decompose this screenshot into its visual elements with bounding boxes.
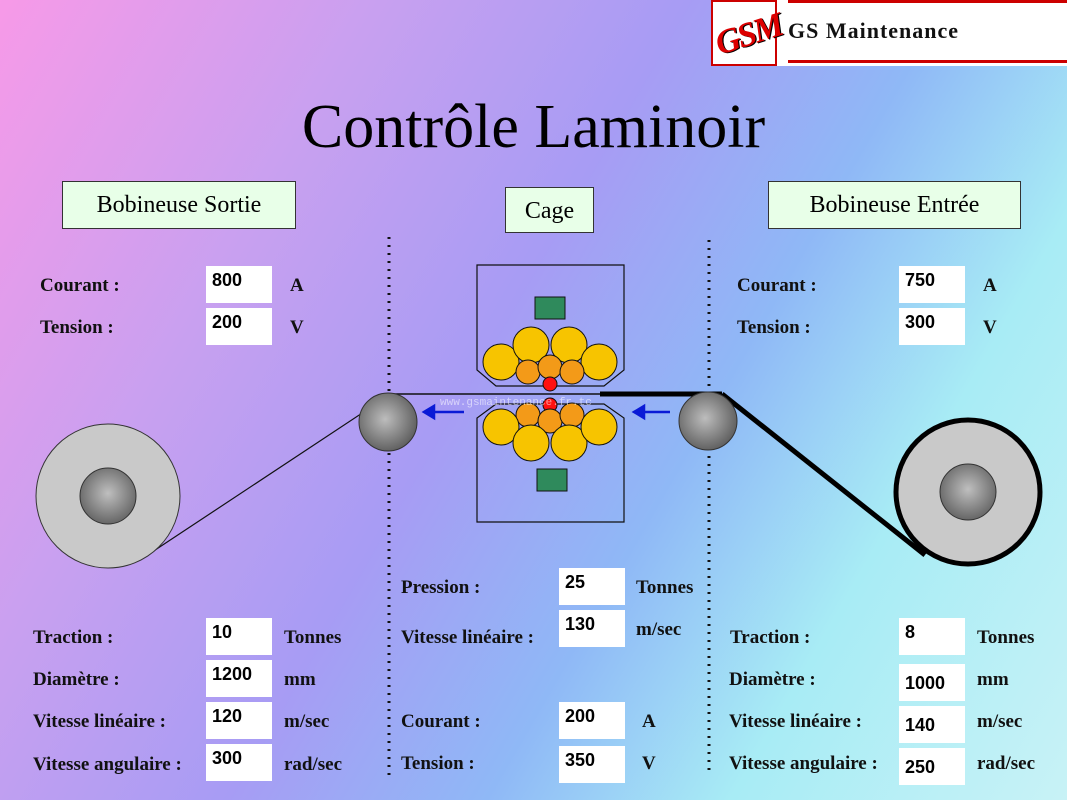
- center-tension-label: Tension :: [401, 753, 475, 774]
- right-tension-unit: V: [983, 317, 997, 338]
- left-vlin-unit: m/sec: [284, 711, 330, 732]
- right-traction-label: Traction :: [730, 627, 811, 648]
- logo-rule-top: [788, 0, 1067, 3]
- left-courant-field[interactable]: 800: [206, 266, 272, 303]
- right-courant-unit: A: [983, 275, 997, 296]
- left-diametre-unit: mm: [284, 669, 316, 690]
- center-vlin-label: Vitesse linéaire :: [401, 627, 534, 648]
- left-courant-label: Courant :: [40, 275, 120, 296]
- left-vang-field[interactable]: 300: [206, 744, 272, 781]
- left-vang-unit: rad/sec: [284, 754, 343, 775]
- center-courant-unit: A: [642, 711, 656, 732]
- right-vlin-field[interactable]: 140: [899, 706, 965, 743]
- right-diametre-field[interactable]: 1000: [899, 664, 965, 701]
- right-diametre-unit: mm: [977, 669, 1009, 690]
- arrow-left-icon: [421, 403, 464, 421]
- center-pression-label: Pression :: [401, 577, 481, 598]
- left-tension-label: Tension :: [40, 317, 114, 338]
- stand-bottom-housing: [476, 403, 625, 523]
- center-vlin-unit: m/sec: [636, 619, 682, 640]
- right-traction-field[interactable]: 8: [899, 618, 965, 655]
- company-name: GS Maintenance: [788, 18, 960, 43]
- right-vang-label: Vitesse angulaire :: [729, 753, 878, 774]
- center-tension-field[interactable]: 350: [559, 746, 625, 783]
- motor-top: [534, 296, 566, 320]
- left-diametre-label: Diamètre :: [33, 669, 120, 690]
- right-courant-field[interactable]: 750: [899, 266, 965, 303]
- arrow-right-icon: [631, 403, 670, 421]
- roll-top-6: [537, 354, 563, 380]
- center-pression-unit: Tonnes: [636, 577, 694, 598]
- logo-rule: [788, 60, 1067, 63]
- roll-bottom-3: [550, 424, 588, 462]
- left-tension-unit: V: [290, 317, 304, 338]
- guide-roll-left: [358, 392, 418, 452]
- left-courant-unit: A: [290, 275, 304, 296]
- coil-left-hub: [79, 467, 137, 525]
- roll-bottom-2: [512, 424, 550, 462]
- watermark: www.gsmaintenance.fr.tc: [440, 397, 592, 409]
- roll-top-7: [559, 359, 585, 385]
- center-courant-label: Courant :: [401, 711, 481, 732]
- page-title: Contrôle Laminoir: [301, 93, 766, 161]
- section-bobineuse-entree: Bobineuse Entrée: [768, 181, 1021, 229]
- right-traction-unit: Tonnes: [977, 627, 1035, 648]
- roll-top-1: [482, 343, 520, 381]
- roll-top-5: [515, 359, 541, 385]
- center-tension-unit: V: [642, 753, 656, 774]
- left-vlin-label: Vitesse linéaire :: [33, 711, 166, 732]
- right-diametre-label: Diamètre :: [729, 669, 816, 690]
- center-vlin-field[interactable]: 130: [559, 610, 625, 647]
- roll-bottom-4: [580, 408, 618, 446]
- strip-right-coil: [720, 392, 927, 557]
- left-tension-field[interactable]: 200: [206, 308, 272, 345]
- right-tension-label: Tension :: [737, 317, 811, 338]
- roll-bottom-1: [482, 408, 520, 446]
- left-diametre-field[interactable]: 1200: [206, 660, 272, 697]
- roll-top-4: [580, 343, 618, 381]
- left-vang-label: Vitesse angulaire :: [33, 754, 182, 775]
- right-vang-field[interactable]: 250: [899, 748, 965, 785]
- coil-right-hub: [939, 463, 997, 521]
- left-traction-field[interactable]: 10: [206, 618, 272, 655]
- center-courant-field[interactable]: 200: [559, 702, 625, 739]
- work-roll-top: [542, 376, 558, 392]
- right-vlin-unit: m/sec: [977, 711, 1023, 732]
- motor-bottom: [536, 468, 568, 492]
- right-vang-unit: rad/sec: [977, 753, 1036, 774]
- left-traction-label: Traction :: [33, 627, 114, 648]
- section-cage: Cage: [505, 187, 594, 233]
- center-pression-field[interactable]: 25: [559, 568, 625, 605]
- stand-top-housing: [476, 264, 625, 387]
- right-tension-field[interactable]: 300: [899, 308, 965, 345]
- right-vlin-label: Vitesse linéaire :: [729, 711, 862, 732]
- strip-left-coil: [139, 395, 389, 561]
- guide-roll-right: [678, 391, 738, 451]
- right-courant-label: Courant :: [737, 275, 817, 296]
- left-traction-unit: Tonnes: [284, 627, 342, 648]
- left-vlin-field[interactable]: 120: [206, 702, 272, 739]
- gsm-logo: GSM: [711, 0, 787, 66]
- section-bobineuse-sortie: Bobineuse Sortie: [62, 181, 296, 229]
